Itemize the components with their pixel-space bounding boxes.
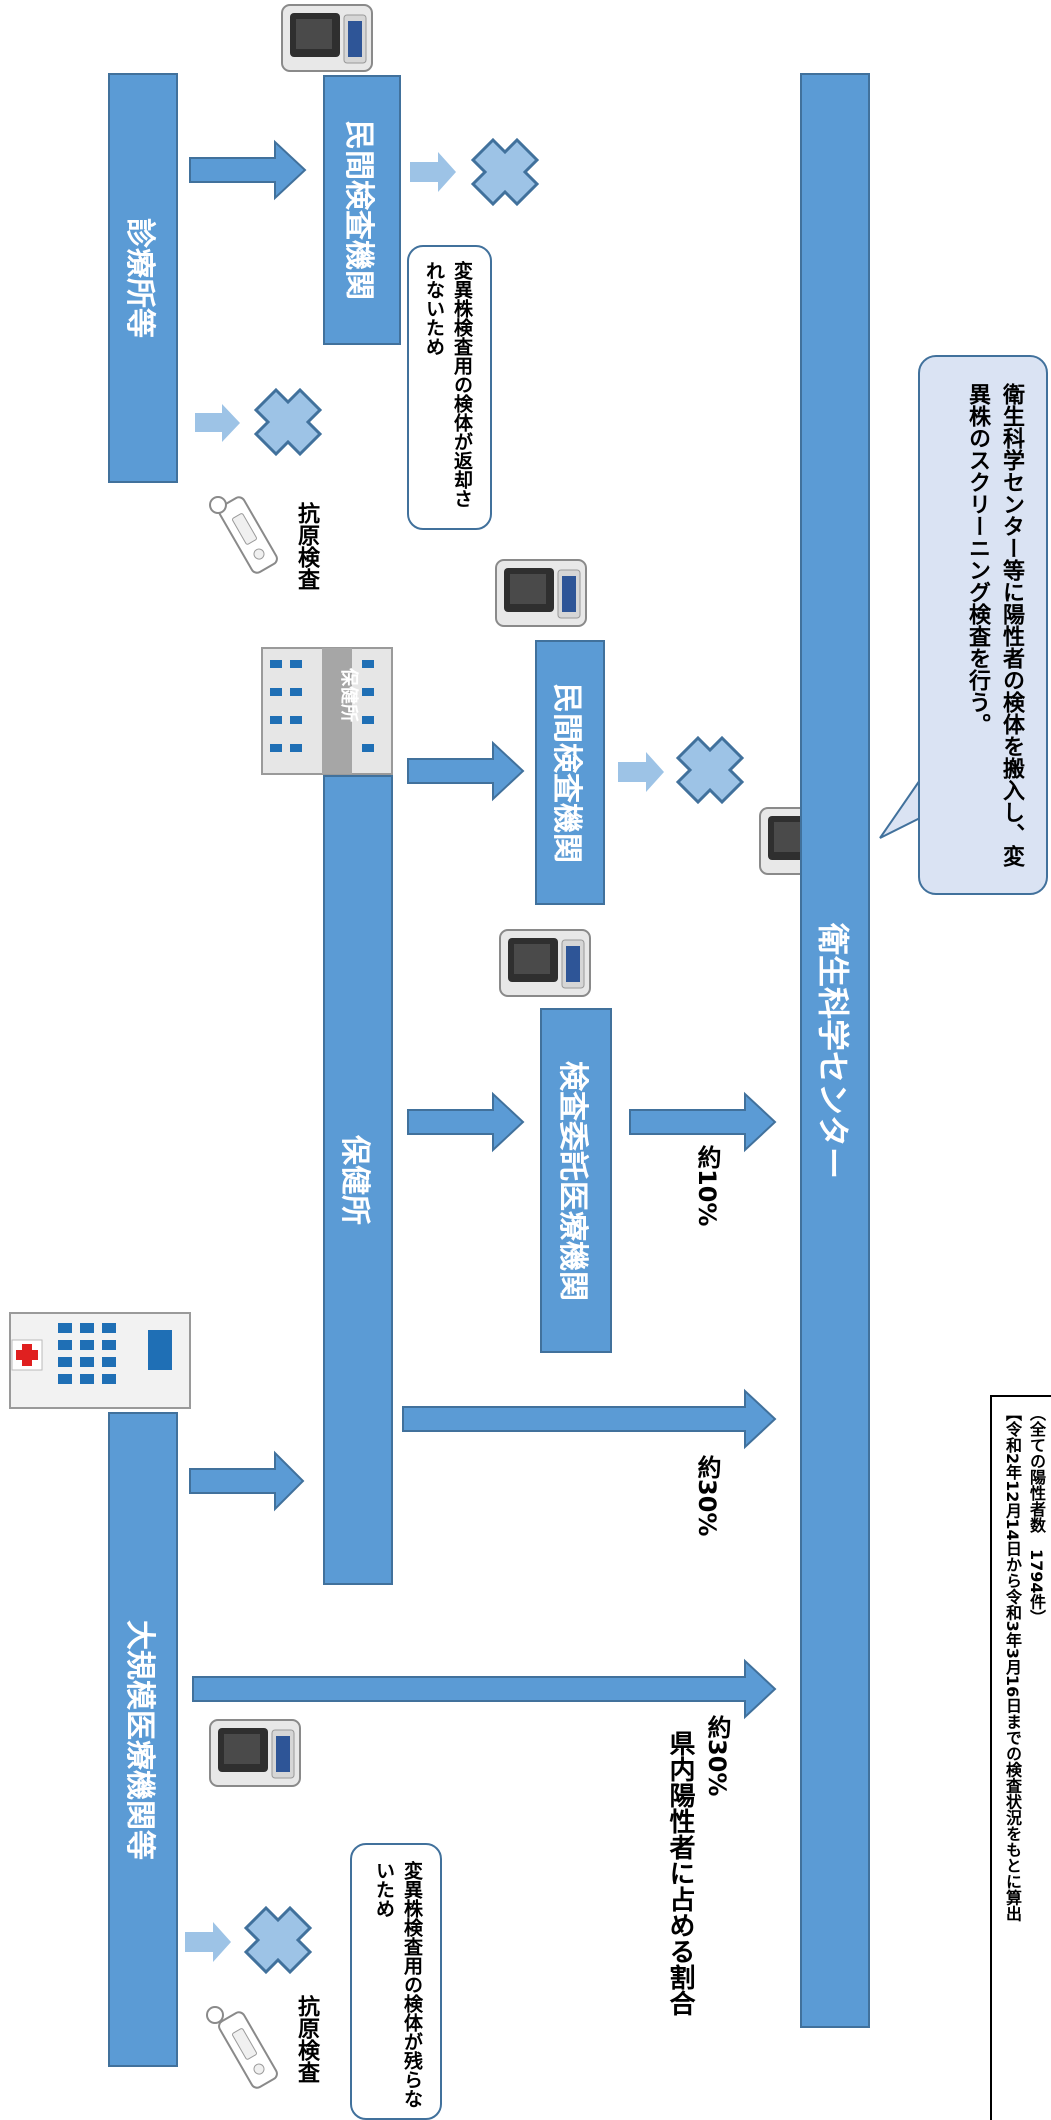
- light-arrow-private-lab-mid: [618, 752, 664, 792]
- arrow-large-hospital-to-health-center: [189, 1450, 305, 1512]
- node-large-hospital: 大規模医療機関等: [108, 1412, 178, 2067]
- antigen-label-bottom: 抗原検査: [294, 1995, 319, 2083]
- node-health-center: 保健所: [323, 775, 393, 1585]
- pcr-machine-icon: [281, 4, 373, 72]
- arrow-consigned-lab-to-institute: [629, 1091, 777, 1153]
- node-consigned-lab-label: 検査委託医療機関: [555, 1060, 590, 1301]
- note-no-remain-text: 変異株検査用の検体が残らないため: [373, 1861, 423, 2108]
- note-no-remain: 変異株検査用の検体が残らないため: [350, 1843, 442, 2120]
- footnote-line1: 【令和2年12月14日から令和3年3月16日までの検査状況をもとに算出: [1003, 1405, 1022, 1922]
- footnote-line2: （全ての陽性者数 1794件）: [1027, 1405, 1046, 1626]
- arrow-health-center-to-institute: [402, 1388, 777, 1450]
- cross-icon: [244, 1906, 312, 1974]
- note-no-return-text: 変異株検査用の検体が返却されないため: [423, 261, 473, 508]
- node-health-center-label: 保健所: [337, 1135, 372, 1225]
- arrow-health-center-to-consigned-lab: [407, 1091, 525, 1153]
- cross-icon: [254, 388, 322, 456]
- node-consigned-lab: 検査委託医療機関: [540, 1008, 612, 1353]
- note-no-return: 変異株検査用の検体が返却されないため: [407, 245, 492, 530]
- node-clinic: 診療所等: [108, 73, 178, 483]
- share-heading: 県内陽性者に占める割合: [665, 1730, 695, 2016]
- pcr-machine-icon: [495, 559, 587, 627]
- light-arrow-private-lab-top: [410, 152, 456, 192]
- callout-institute-text: 衛生科学センター等に陽性者の検体を搬入し、変異株のスクリーニング検査を行う。: [965, 383, 1024, 867]
- health-center-building-icon: 保健所: [261, 647, 393, 775]
- node-large-hospital-label: 大規模医療機関等: [122, 1619, 157, 1860]
- share-health-center: 約30%: [693, 1455, 721, 1537]
- light-arrow-clinic-antigen: [195, 404, 240, 442]
- hospital-building-icon: [9, 1312, 191, 1409]
- light-arrow-hospital-antigen: [185, 1922, 231, 1962]
- node-institute: 衛生科学センター: [800, 73, 870, 2028]
- callout-institute: 衛生科学センター等に陽性者の検体を搬入し、変異株のスクリーニング検査を行う。: [918, 355, 1048, 895]
- cross-icon: [471, 138, 539, 206]
- footnote-box: 【令和2年12月14日から令和3年3月16日までの検査状況をもとに算出 （全ての…: [990, 1395, 1051, 2120]
- node-private-lab-mid: 民間検査機関: [535, 640, 605, 905]
- antigen-label-top: 抗原検査: [294, 502, 319, 590]
- antigen-test-kit-icon: [215, 2009, 281, 2091]
- node-private-lab-mid-label: 民間検査機関: [549, 682, 584, 863]
- node-clinic-label: 診療所等: [122, 218, 157, 338]
- arrow-health-center-to-private-lab: [407, 740, 525, 802]
- arrow-large-hospital-to-institute: [192, 1658, 777, 1720]
- arrow-clinic-to-private-lab: [189, 139, 307, 201]
- health-center-sign: 保健所: [338, 667, 360, 722]
- node-private-lab-top: 民間検査機関: [323, 75, 401, 345]
- pcr-machine-icon: [209, 1719, 301, 1787]
- share-large-hospital: 約30%: [703, 1715, 731, 1797]
- node-institute-label: 衛生科学センター: [814, 922, 852, 1179]
- pcr-machine-icon: [499, 929, 591, 997]
- cross-icon: [676, 736, 744, 804]
- node-private-lab-top-label: 民間検査機関: [341, 120, 376, 300]
- share-consigned-lab: 約10%: [693, 1145, 721, 1227]
